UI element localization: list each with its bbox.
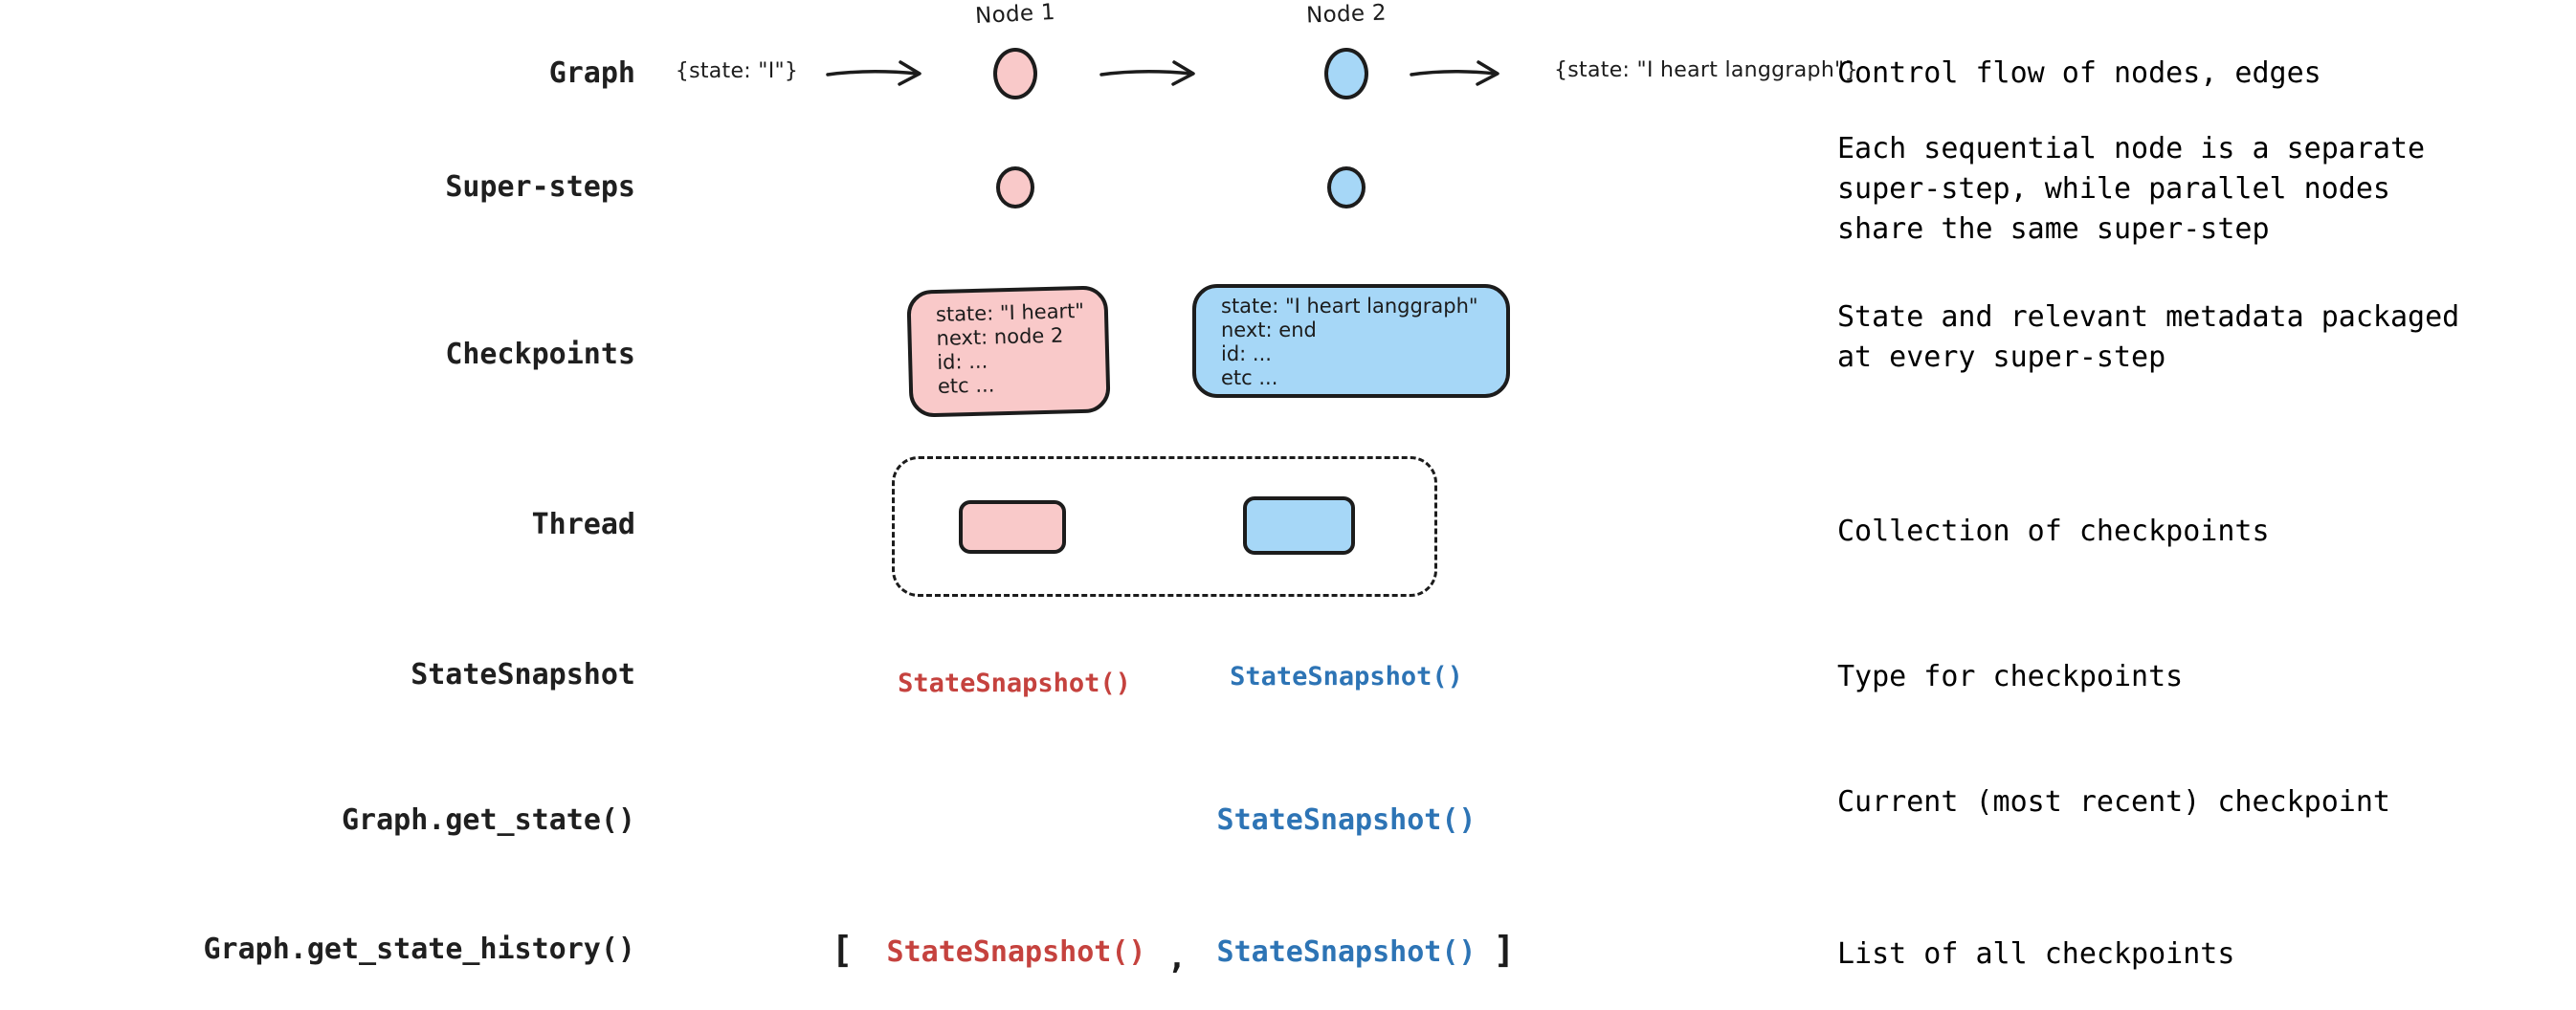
get-state-row-label: Graph.get_state() xyxy=(341,803,635,837)
checkpoint2-box: state: "I heart langgraph" next: end id:… xyxy=(1192,284,1510,398)
arrow-right-icon xyxy=(1099,60,1195,86)
checkpoint2-next-line: next: end xyxy=(1221,318,1317,341)
arrow-right-icon xyxy=(1410,60,1499,86)
open-bracket-text: [ xyxy=(831,929,854,971)
graph-row-label: Graph xyxy=(548,56,635,90)
thread-row-description: Collection of checkpoints xyxy=(1837,515,2270,548)
history-snapshot1-code: StateSnapshot() xyxy=(886,935,1146,969)
thread-row-label: Thread xyxy=(531,508,635,541)
checkpoint1-state-line: state: "I heart" xyxy=(935,298,1085,326)
thread-checkpoint1-box xyxy=(959,500,1066,554)
checkpoint2-etc-line: etc ... xyxy=(1221,366,1278,389)
statesnapshot-row-label: StateSnapshot xyxy=(411,658,635,692)
checkpoint1-box: state: "I heart" next: node 2 id: ... et… xyxy=(906,285,1111,418)
node1-circle xyxy=(993,48,1037,99)
checkpoint2-state-line: state: "I heart langgraph" xyxy=(1221,295,1478,318)
thread-dashed-box xyxy=(892,456,1437,597)
checkpoint2-id-line: id: ... xyxy=(1221,342,1272,365)
supersteps-row-label: Super-steps xyxy=(445,170,635,204)
node1-caption: Node 1 xyxy=(974,0,1056,30)
checkpoints-row-label: Checkpoints xyxy=(445,338,635,371)
graph-output-state-text: {state: "I heart langgraph"} xyxy=(1554,58,1858,82)
graph-input-state-text: {state: "I"} xyxy=(675,59,799,83)
statesnapshot2-code: StateSnapshot() xyxy=(1230,662,1463,692)
statesnapshot-row-description: Type for checkpoints xyxy=(1837,660,2184,693)
checkpoint1-etc-line: etc ... xyxy=(937,373,995,398)
supersteps-row-description: Each sequential node is a separate super… xyxy=(1837,132,2426,246)
get-state-snapshot-code: StateSnapshot() xyxy=(1216,803,1477,837)
superstep2-circle xyxy=(1327,166,1366,209)
comma-text: , xyxy=(1166,938,1188,977)
statesnapshot1-code: StateSnapshot() xyxy=(898,669,1131,698)
graph-row-description: Control flow of nodes, edges xyxy=(1837,56,2321,90)
checkpoints-row-description: State and relevant metadata packaged at … xyxy=(1837,300,2460,374)
superstep1-circle xyxy=(996,166,1034,209)
node2-caption: Node 2 xyxy=(1305,0,1388,29)
node2-circle xyxy=(1324,48,1368,99)
close-bracket-text: ] xyxy=(1493,929,1516,971)
history-snapshot2-code: StateSnapshot() xyxy=(1216,935,1477,969)
get-state-history-row-description: List of all checkpoints xyxy=(1837,937,2235,971)
thread-checkpoint2-box xyxy=(1243,496,1355,555)
get-state-row-description: Current (most recent) checkpoint xyxy=(1837,785,2390,819)
arrow-right-icon xyxy=(826,60,922,86)
get-state-history-row-label: Graph.get_state_history() xyxy=(203,933,635,966)
